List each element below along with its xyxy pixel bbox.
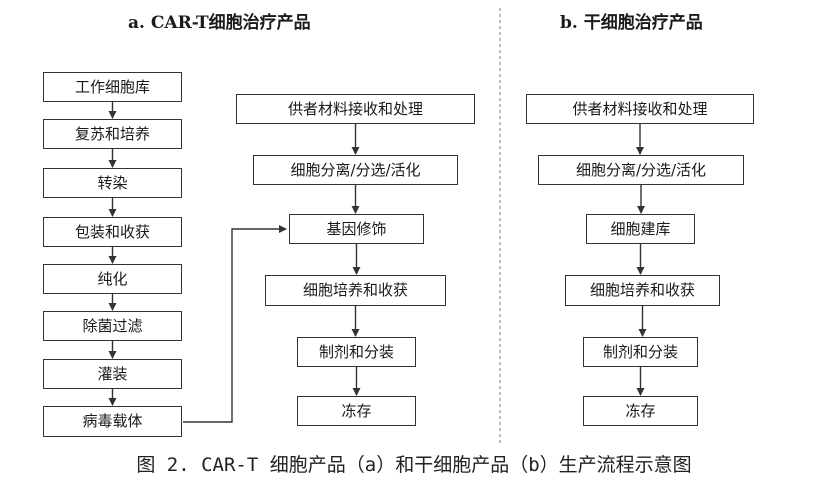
connectors-b [636, 124, 647, 396]
figure-caption: 图 2. CAR-T 细胞产品（a）和干细胞产品（b）生产流程示意图 [136, 454, 692, 476]
step-filling: 灌装 [43, 359, 182, 389]
b-step-formulation-fill: 制剂和分装 [583, 337, 698, 367]
panel-b-title: b. 干细胞治疗产品 [560, 13, 703, 33]
b-step-cryopreservation: 冻存 [583, 396, 698, 426]
step-package-harvest: 包装和收获 [43, 217, 182, 247]
b-step-cell-banking: 细胞建库 [586, 214, 695, 244]
step-viral-vector: 病毒载体 [43, 406, 182, 437]
step-transfection: 转染 [43, 168, 182, 198]
b-step-cell-separation: 细胞分离/分选/活化 [538, 155, 744, 185]
step-purification: 纯化 [43, 264, 182, 294]
a-step-formulation-fill: 制剂和分装 [297, 337, 416, 367]
a-step-cell-culture-harvest: 细胞培养和收获 [265, 275, 446, 306]
step-working-cell-bank: 工作细胞库 [43, 72, 182, 102]
panel-a-title: a. CAR-T细胞治疗产品 [128, 13, 311, 33]
b-step-donor-material: 供者材料接收和处理 [526, 94, 754, 124]
a-step-donor-material: 供者材料接收和处理 [236, 94, 475, 124]
a-step-cryopreservation: 冻存 [297, 396, 416, 426]
connectors-a-right [351, 124, 361, 396]
step-revive-culture: 复苏和培养 [43, 119, 182, 149]
vector-to-gene-mod-arrow [183, 225, 287, 423]
b-step-cell-culture-harvest: 细胞培养和收获 [565, 275, 720, 306]
a-step-gene-modification: 基因修饰 [289, 214, 424, 244]
step-sterile-filtration: 除菌过滤 [43, 311, 182, 341]
a-step-cell-separation: 细胞分离/分选/活化 [253, 155, 458, 185]
